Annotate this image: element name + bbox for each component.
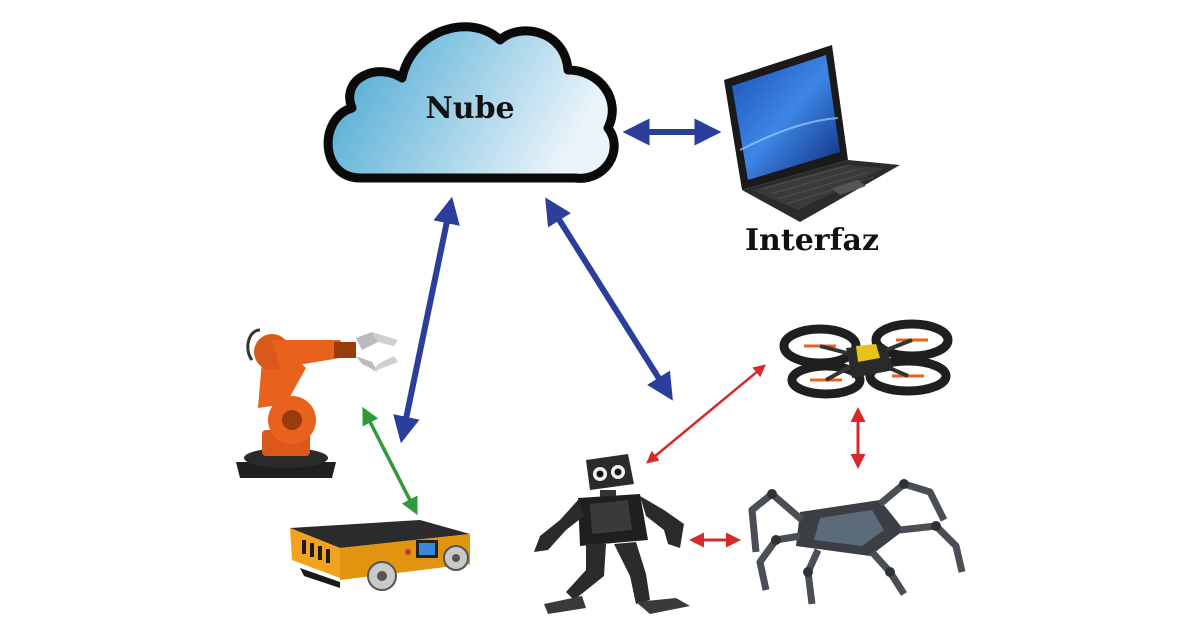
interface-label: Interfaz: [745, 223, 879, 258]
quadcopter-drone-icon: [779, 319, 953, 399]
link-humanoid-drone: [646, 364, 766, 464]
hexapod-robot-icon: [748, 479, 966, 605]
connections: [362, 118, 866, 548]
cloud-icon: [323, 22, 619, 183]
industrial-robot-arm-icon: [236, 328, 398, 478]
mobile-platform-icon: [290, 520, 470, 591]
cloud-node: Nube: [323, 22, 619, 183]
link-robot-arm-agv: [362, 406, 418, 516]
laptop-icon: [724, 45, 900, 222]
cloud-label: Nube: [425, 91, 514, 126]
humanoid-robot-icon: [534, 454, 690, 614]
link-cloud-robot-arm: [393, 196, 460, 444]
link-cloud-humanoid: [545, 197, 673, 401]
interface-node: Interfaz: [724, 45, 900, 258]
